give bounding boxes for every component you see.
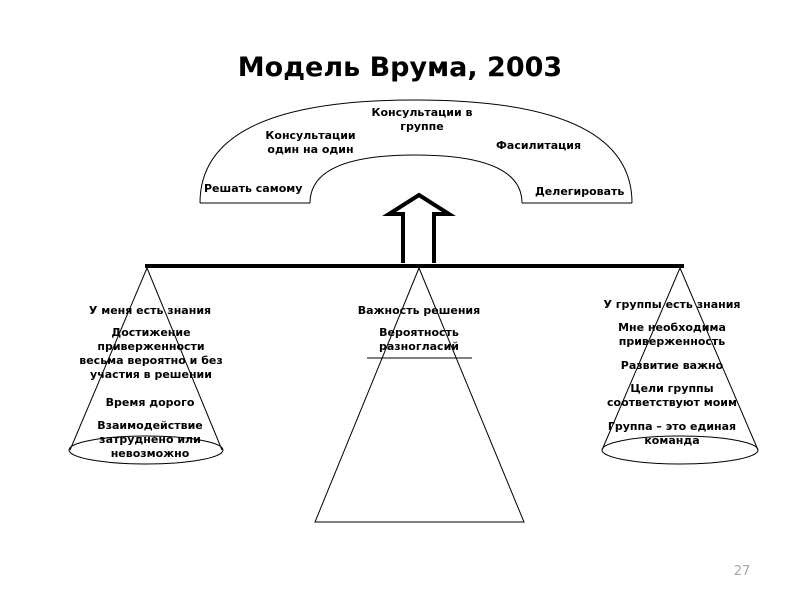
right-item-group-knowledge: У группы есть знания [603,298,741,311]
arch-inner [309,154,523,204]
label-delegate: Делегировать [535,185,625,198]
right-cone-line-right [679,267,759,451]
page-title: Модель Врума, 2003 [237,52,563,83]
page-number: 27 [733,564,751,579]
right-pan-base [601,435,759,465]
fulcrum [314,266,525,523]
left-item-knowledge: У меня есть знания [88,304,212,317]
arch-outer [199,99,633,204]
left-pan-base [68,435,224,465]
right-item-development: Развитие важно [620,359,724,372]
up-arrow [382,192,456,263]
label-decide-alone: Решать самому [204,182,303,195]
left-item-time: Время дорого [105,396,195,409]
left-cone-line-right [146,267,223,451]
label-facilitation: Фасилитация [496,139,582,152]
center-item-importance: Важность решения [357,304,481,317]
left-cone-line-left [69,267,148,451]
right-cone-line-left [601,267,681,451]
